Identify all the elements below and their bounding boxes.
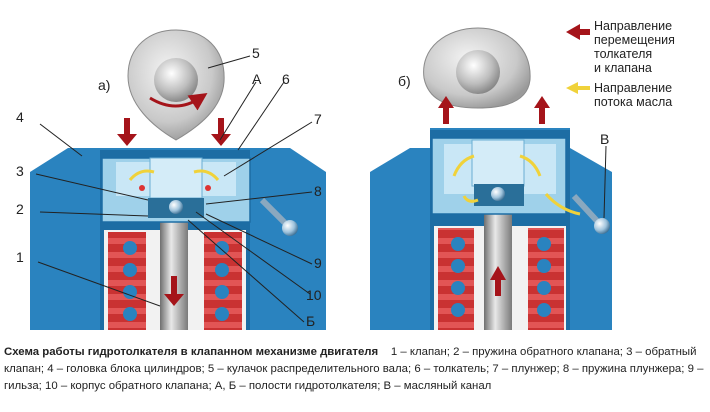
- panel-b-label: б): [398, 73, 411, 89]
- legend-valve-arrow: [566, 24, 590, 40]
- valve-direction-arrows-b: [438, 96, 550, 296]
- panel-a: [30, 29, 326, 330]
- valve-spring-a: [108, 232, 242, 330]
- callout-2: 2: [16, 201, 24, 217]
- callout-A: А: [252, 71, 262, 87]
- callout-8: 8: [314, 183, 322, 199]
- plunger-b: [471, 139, 525, 187]
- legend-oil-arrow: [566, 82, 590, 94]
- legend-oil-line2: потока масла: [594, 95, 672, 109]
- callout-4: 4: [16, 109, 24, 125]
- panel-a-label: а): [98, 77, 110, 93]
- caption-title: Схема работы гидротолкателя в клапанном …: [4, 346, 379, 358]
- panel-b: [370, 27, 612, 330]
- legend: Направление перемещения толкателя и клап…: [566, 19, 675, 109]
- callout-B-cavity: Б: [306, 313, 315, 329]
- check-valve-ball-a: [169, 200, 183, 214]
- check-valve-ball-b: [491, 187, 505, 201]
- callout-1: 1: [16, 249, 24, 265]
- callout-V-channel: В: [600, 131, 609, 147]
- valve-spring-b: [438, 228, 564, 330]
- legend-valve-line1: Направление: [594, 19, 672, 33]
- legend-valve-line3: толкателя: [594, 47, 652, 61]
- legend-oil-line1: Направление: [594, 81, 672, 95]
- callout-10: 10: [306, 287, 322, 303]
- caption-text: 1 – клапан; 2 – пружина обратного клапан…: [4, 346, 704, 392]
- callout-9: 9: [314, 255, 322, 271]
- callout-6: 6: [282, 71, 290, 87]
- valve-direction-arrows-a: [117, 118, 231, 306]
- callout-5-a: 5: [252, 45, 260, 61]
- legend-valve-line2: перемещения: [594, 33, 675, 47]
- callout-leaders: [35, 55, 607, 323]
- callouts: 5 А 6 4 7 3 8 2 9 10 Б 1 В: [16, 45, 609, 329]
- callout-3: 3: [16, 163, 24, 179]
- legend-valve-line4: и клапана: [594, 61, 652, 75]
- figure-caption: Схема работы гидротолкателя в клапанном …: [4, 344, 706, 395]
- callout-7: 7: [314, 111, 322, 127]
- plunger-a: [149, 157, 203, 199]
